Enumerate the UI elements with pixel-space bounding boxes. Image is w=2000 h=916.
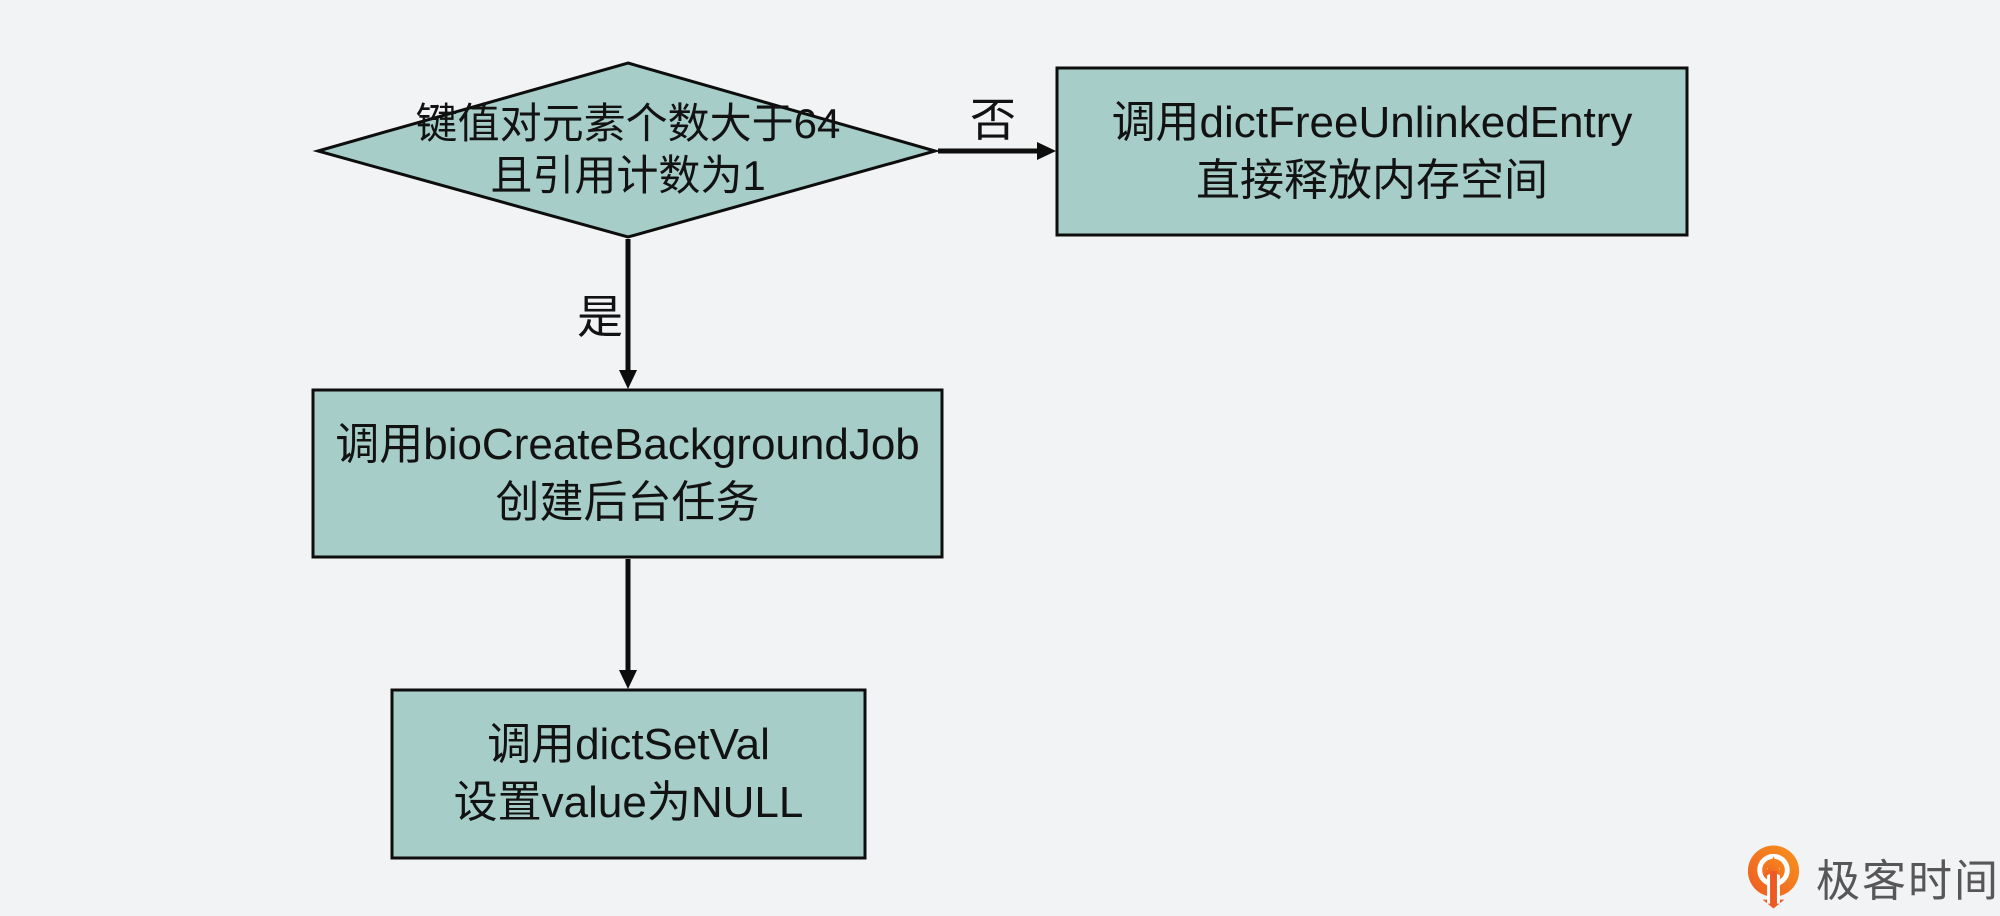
decision-node: 键值对元素个数大于64 且引用计数为1 (348, 92, 908, 208)
bio-job-line-2: 创建后台任务 (495, 477, 760, 527)
geektime-logo: 极客时间 (1742, 842, 2000, 912)
setval-line-2: 设置value为NULL (453, 778, 804, 827)
setval-line-1: 调用dictSetVal (487, 720, 770, 769)
bio-job-node: 调用bioCreateBackgroundJob 创建后台任务 (313, 390, 942, 557)
bio-job-box-shape (311, 388, 944, 559)
geektime-logo-text: 极客时间 (1816, 857, 2000, 906)
decision-diamond-shape (312, 61, 941, 239)
bio-job-line-1: 调用bioCreateBackgroundJob (335, 419, 920, 469)
free-entry-box-shape (1055, 66, 1689, 237)
decision-line-2: 且引用计数为1 (490, 152, 766, 199)
branch-label-no: 否 (970, 94, 1016, 146)
free-entry-line-2: 直接释放内存空间 (1196, 155, 1548, 205)
free-entry-node: 调用dictFreeUnlinkedEntry 直接释放内存空间 (1057, 68, 1687, 235)
geektime-pin-icon (1747, 845, 1800, 909)
free-entry-line-1: 调用dictFreeUnlinkedEntry (1111, 97, 1633, 147)
setval-box-shape (390, 688, 867, 860)
decision-line-1: 键值对元素个数大于64 (415, 100, 841, 147)
setval-node: 调用dictSetVal 设置value为NULL (392, 690, 865, 858)
branch-label-yes: 是 (577, 291, 623, 343)
